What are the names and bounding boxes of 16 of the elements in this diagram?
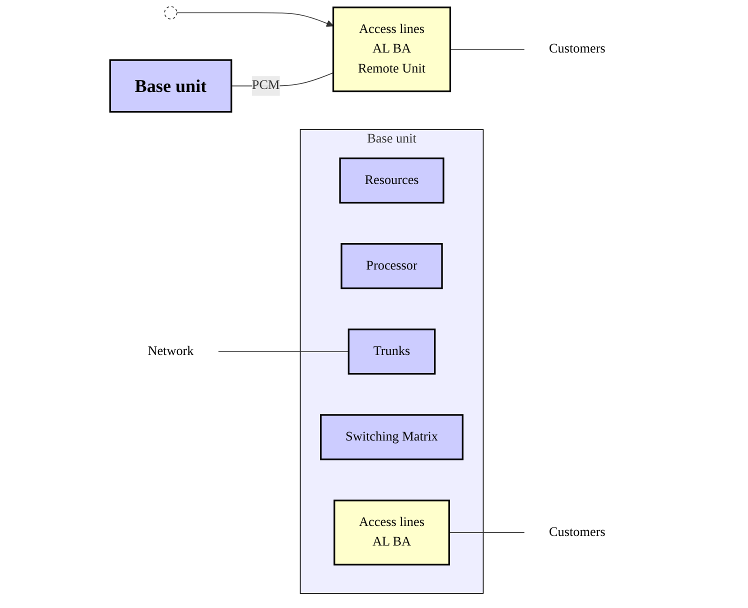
- node-box: Base unit: [109, 59, 232, 113]
- connector: [218, 351, 350, 352]
- node-text: Network: [148, 344, 194, 358]
- node-box: Access lines AL BA Remote Unit: [332, 6, 451, 92]
- node-box: Trunks: [348, 328, 436, 375]
- arrow: [176, 12, 334, 27]
- node-box: Access lines AL BA: [333, 500, 450, 566]
- node-circle: [164, 6, 178, 20]
- edge-label: PCM: [252, 78, 280, 93]
- node-text: Customers: [548, 525, 606, 540]
- node-box: Processor: [340, 243, 443, 290]
- node-box: Resources: [339, 158, 444, 204]
- node-box: Switching Matrix: [320, 414, 464, 460]
- connector: [450, 48, 525, 50]
- connector: [448, 532, 525, 533]
- node-text: Customers: [548, 42, 606, 56]
